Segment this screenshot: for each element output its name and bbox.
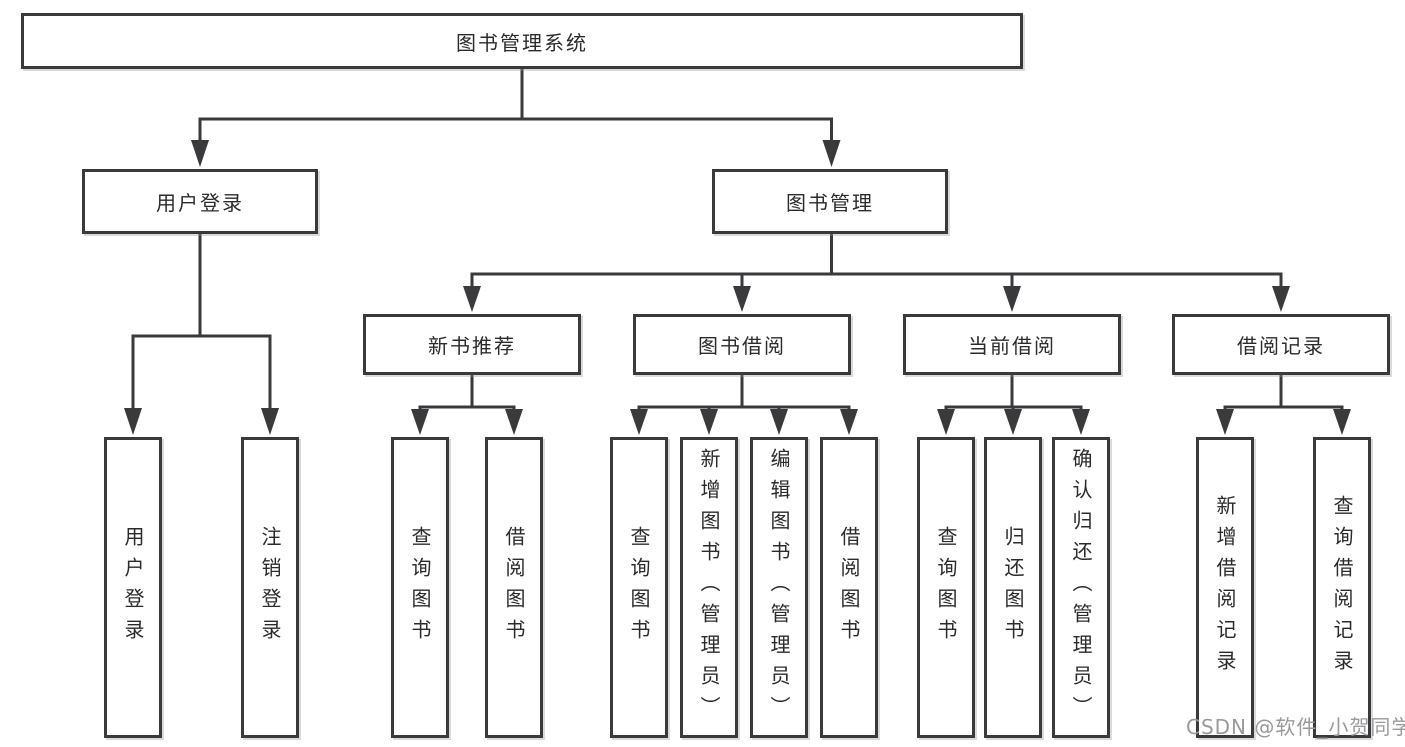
leaf-logout: 注销登录 bbox=[241, 437, 299, 738]
arrowhead bbox=[1272, 286, 1290, 312]
node-book-management: 图书管理 bbox=[712, 169, 948, 234]
leaf-logout-label: 注销登录 bbox=[258, 525, 282, 650]
leaf-bb-borrow-books: 借阅图书 bbox=[820, 437, 878, 738]
arrowhead bbox=[1333, 409, 1351, 435]
leaf-bb-add-books-admin-label: 新增图书（管理员） bbox=[697, 448, 721, 727]
leaf-nbr-borrow-books-label: 借阅图书 bbox=[502, 525, 526, 650]
arrowhead bbox=[1003, 286, 1021, 312]
node-root-label: 图书管理系统 bbox=[456, 30, 588, 55]
arrowhead bbox=[463, 286, 481, 312]
leaf-nbr-borrow-books: 借阅图书 bbox=[485, 437, 543, 738]
leaf-bb-borrow-books-label: 借阅图书 bbox=[837, 525, 861, 650]
leaf-br-add-record-label: 新增借阅记录 bbox=[1213, 494, 1237, 681]
node-root: 图书管理系统 bbox=[21, 13, 1023, 69]
leaf-user-login: 用户登录 bbox=[104, 437, 162, 738]
connector-new-book-recommend-to-leaves bbox=[411, 375, 523, 435]
leaf-cb-return-books: 归还图书 bbox=[984, 437, 1042, 738]
leaf-cb-query-books: 查询图书 bbox=[917, 437, 975, 738]
leaf-bb-add-books-admin: 新增图书（管理员） bbox=[680, 437, 738, 738]
leaf-cb-confirm-return-admin-label: 确认归还（管理员） bbox=[1069, 448, 1093, 727]
leaf-bb-edit-books-admin-label: 编辑图书（管理员） bbox=[767, 448, 791, 727]
connector-book-management-to-level3 bbox=[463, 234, 1290, 312]
node-current-borrowing: 当前借阅 bbox=[903, 314, 1121, 375]
arrowhead bbox=[1004, 409, 1022, 435]
connector-borrowing-records-to-leaves bbox=[1216, 375, 1351, 435]
arrowhead bbox=[822, 140, 841, 167]
connector-root-to-level2 bbox=[191, 68, 841, 167]
node-borrowing-records-label: 借阅记录 bbox=[1237, 334, 1325, 358]
arrowhead bbox=[700, 409, 718, 435]
arrowhead bbox=[733, 286, 751, 312]
connector-book-borrowing-to-leaves bbox=[630, 375, 858, 435]
node-borrowing-records: 借阅记录 bbox=[1172, 314, 1390, 375]
arrowhead bbox=[1216, 409, 1234, 435]
node-book-management-label: 图书管理 bbox=[786, 191, 874, 215]
node-user-login: 用户登录 bbox=[82, 169, 318, 234]
arrowhead bbox=[840, 409, 858, 435]
arrowhead bbox=[937, 409, 955, 435]
node-user-login-label: 用户登录 bbox=[156, 191, 244, 215]
leaf-bb-query-books-label: 查询图书 bbox=[627, 525, 651, 650]
watermark-csdn: CSDN @软件_小贺同学 bbox=[1186, 715, 1405, 739]
leaf-br-query-record: 查询借阅记录 bbox=[1313, 437, 1371, 738]
node-book-borrowing: 图书借阅 bbox=[633, 314, 851, 375]
arrowhead bbox=[191, 140, 209, 167]
leaf-cb-query-books-label: 查询图书 bbox=[934, 525, 958, 650]
node-current-borrowing-label: 当前借阅 bbox=[968, 334, 1056, 358]
connector-current-borrowing-to-leaves bbox=[937, 375, 1090, 435]
node-new-book-recommend: 新书推荐 bbox=[363, 314, 581, 375]
arrowhead bbox=[1072, 409, 1090, 435]
leaf-bb-edit-books-admin: 编辑图书（管理员） bbox=[750, 437, 808, 738]
arrowhead bbox=[505, 409, 523, 435]
leaf-cb-confirm-return-admin: 确认归还（管理员） bbox=[1052, 437, 1110, 738]
leaf-cb-return-books-label: 归还图书 bbox=[1001, 525, 1025, 650]
leaf-nbr-query-books: 查询图书 bbox=[391, 437, 449, 738]
leaf-br-add-record: 新增借阅记录 bbox=[1196, 437, 1254, 738]
arrowhead bbox=[261, 408, 279, 435]
node-new-book-recommend-label: 新书推荐 bbox=[428, 334, 516, 358]
node-book-borrowing-label: 图书借阅 bbox=[698, 334, 786, 358]
arrowhead bbox=[770, 409, 788, 435]
arrowhead bbox=[630, 409, 648, 435]
connector-user-login-to-leaves bbox=[124, 234, 279, 435]
leaf-user-login-label: 用户登录 bbox=[121, 525, 145, 650]
arrowhead bbox=[411, 409, 429, 435]
leaf-bb-query-books: 查询图书 bbox=[610, 437, 668, 738]
arrowhead bbox=[124, 408, 142, 435]
leaf-br-query-record-label: 查询借阅记录 bbox=[1330, 494, 1354, 681]
leaf-nbr-query-books-label: 查询图书 bbox=[408, 525, 432, 650]
